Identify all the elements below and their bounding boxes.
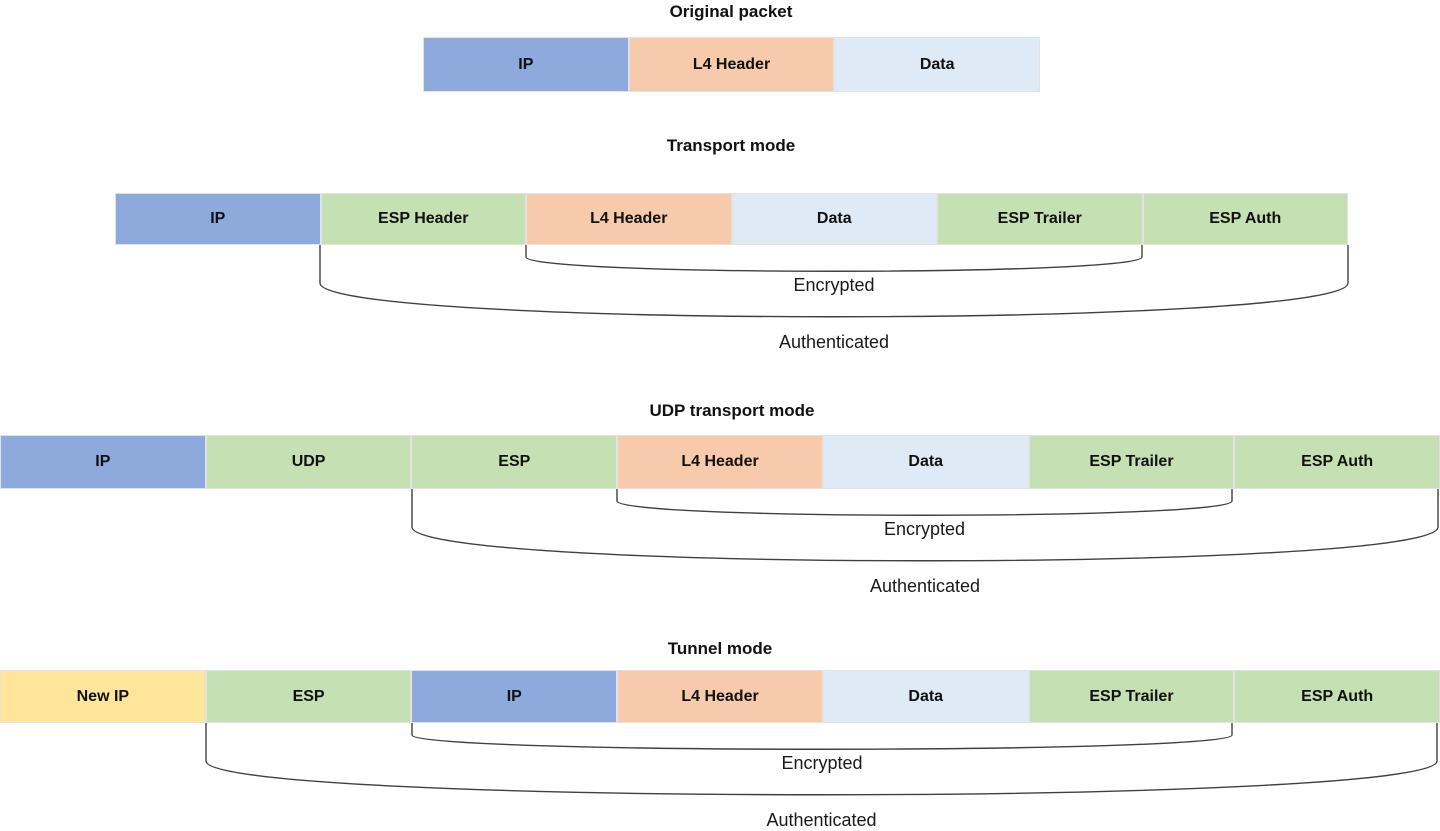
packet-box-data: Data: [731, 193, 937, 245]
brace-encrypted: [411, 723, 1233, 750]
brace-encrypted: [525, 245, 1143, 272]
brace-label-authenticated: Authenticated: [766, 810, 877, 830]
packet-box-label: ESP Auth: [1209, 210, 1282, 227]
packet-row-transport: IP ESP Header L4 Header Data ESP Trailer ESP …: [115, 193, 1348, 245]
packet-box-label: L4 Header: [681, 687, 759, 705]
brace-label-encrypted: Encrypted: [781, 753, 863, 773]
brace-encrypted: [616, 489, 1233, 516]
brace-authenticated: [411, 489, 1439, 562]
packet-box-esp-auth: ESP Auth: [1234, 670, 1440, 723]
packet-box-esp-trailer: ESP Trailer: [937, 193, 1143, 245]
packet-box-label: IP: [210, 210, 226, 227]
brace-authenticated: [319, 245, 1349, 318]
packet-box-label: IP: [506, 687, 522, 705]
brace-label-authenticated: Authenticated: [869, 576, 981, 596]
packet-box-l4-header: L4 Header: [628, 37, 835, 92]
packet-box-udp: UDP: [205, 435, 412, 489]
brace-authenticated: [205, 723, 1438, 796]
packet-box-label: L4 Header: [590, 210, 668, 227]
packet-box-ip: IP: [411, 670, 618, 723]
brace-path-encrypted: [411, 723, 1233, 750]
brace-label-authenticated: Authenticated: [778, 332, 890, 352]
packet-box-new-ip: New IP: [0, 670, 206, 723]
section-title-tunnel: Tunnel mode: [667, 639, 773, 658]
packet-box-label: ESP Header: [378, 210, 469, 227]
packet-box-label: ESP Trailer: [1089, 453, 1174, 470]
packet-box-esp-auth: ESP Auth: [1234, 435, 1440, 489]
packet-box-label: Data: [908, 453, 944, 470]
packet-box-label: Data: [816, 210, 852, 227]
packet-box-esp: ESP: [411, 435, 618, 489]
packet-box-l4-header: L4 Header: [526, 193, 732, 245]
packet-box-label: Data: [908, 687, 944, 705]
packet-row-original: IP L4 Header Data: [423, 37, 1041, 92]
packet-box-label: ESP Auth: [1301, 453, 1374, 470]
packet-box-l4-header: L4 Header: [617, 435, 823, 489]
brace-path-encrypted: [525, 245, 1143, 272]
packet-box-esp: ESP: [205, 670, 412, 723]
section-title-original: Original packet: [669, 2, 793, 21]
packet-row-udp-transport: IP UDP ESP L4 Header Data ESP Trailer ESP Auth: [0, 435, 1440, 489]
brace-label-encrypted: Encrypted: [793, 275, 875, 295]
packet-box-label: ESP: [292, 687, 325, 705]
packet-box-esp-auth: ESP Auth: [1142, 193, 1348, 245]
packet-box-label: IP: [95, 453, 111, 470]
packet-box-label: IP: [518, 55, 534, 73]
packet-box-esp-trailer: ESP Trailer: [1028, 670, 1235, 723]
brace-label-encrypted: Encrypted: [883, 519, 966, 539]
packet-box-esp-trailer: ESP Trailer: [1028, 435, 1235, 489]
packet-box-data: Data: [822, 670, 1029, 723]
packet-box-label: New IP: [76, 687, 130, 705]
brace-path-encrypted: [616, 489, 1233, 516]
packet-box-label: L4 Header: [692, 55, 771, 73]
packet-box-label: ESP: [498, 453, 531, 470]
packet-box-label: ESP Auth: [1301, 687, 1374, 705]
packet-row-tunnel: New IP ESP IP L4 Header Data ESP Trailer ESP A…: [0, 670, 1440, 723]
section-title-udp-transport: UDP transport mode: [649, 401, 815, 420]
packet-box-ip: IP: [115, 193, 321, 245]
packet-box-esp-header: ESP Header: [320, 193, 526, 245]
packet-box-data: Data: [822, 435, 1029, 489]
packet-box-label: ESP Trailer: [1089, 687, 1174, 705]
packet-box-label: UDP: [291, 453, 326, 470]
packet-box-label: ESP Trailer: [997, 210, 1082, 227]
packet-box-data: Data: [834, 37, 1041, 92]
packet-box-ip: IP: [423, 37, 629, 92]
packet-box-l4-header: L4 Header: [617, 670, 823, 723]
packet-box-ip: IP: [0, 435, 206, 489]
packet-box-label: Data: [919, 55, 955, 73]
packet-box-label: L4 Header: [681, 453, 759, 470]
section-title-transport: Transport mode: [666, 136, 796, 155]
